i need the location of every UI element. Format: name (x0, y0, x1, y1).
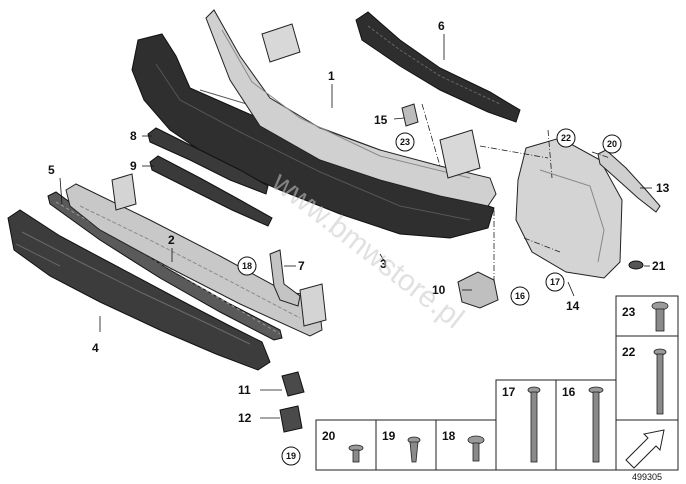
callout-21: 21 (652, 259, 666, 273)
part-8-strip (147, 127, 269, 195)
ref-circle-23-label: 23 (400, 137, 410, 147)
ref-circle-19: 19 (281, 446, 301, 466)
callout-10: 10 (432, 283, 446, 297)
callout-1: 1 (328, 69, 335, 83)
callout-7: 7 (298, 259, 305, 273)
callout-leaders (59, 34, 652, 419)
callout-6: 6 (438, 19, 445, 33)
screw-18-icon (467, 435, 485, 462)
part-4-lower-trim (7, 209, 271, 371)
screw-20-icon (348, 444, 364, 463)
callout-11: 11 (238, 383, 251, 397)
callout-15: 15 (374, 113, 388, 127)
table-cell-19-label: 19 (382, 429, 396, 443)
callout-4: 4 (92, 341, 99, 355)
part-11-clip-nut (281, 371, 305, 397)
part-6-bracket (355, 11, 521, 123)
callout-9: 9 (130, 159, 137, 173)
part-2-carrier (65, 173, 327, 337)
part-15-clip (401, 103, 419, 127)
bolt-16-icon (588, 386, 604, 463)
table-cell-20-label: 20 (322, 429, 336, 443)
table-cell-18-label: 18 (442, 429, 456, 443)
table-cell-23-label: 23 (622, 305, 636, 319)
bolt-22-icon (653, 348, 667, 415)
orientation-arrow-icon (625, 429, 665, 469)
table-cell-17-label: 17 (502, 385, 516, 399)
callout-3: 3 (380, 257, 387, 271)
part-9-strip (149, 155, 273, 227)
expanding-rivet-19-icon (407, 436, 421, 463)
callout-8: 8 (130, 129, 137, 143)
assembly-lines (421, 103, 611, 284)
table-cell-16-label: 16 (562, 385, 576, 399)
ref-circle-23: 23 (395, 132, 415, 152)
ref-circle-16-label: 16 (515, 291, 525, 301)
ref-circle-20: 20 (602, 134, 622, 154)
ref-circle-22: 22 (556, 128, 576, 148)
ref-circle-20-label: 20 (607, 139, 617, 149)
ref-circle-18-label: 18 (242, 261, 252, 271)
ref-circle-22-label: 22 (561, 133, 571, 143)
part-12-clip-nut (279, 405, 303, 433)
part-7-bracket (269, 249, 301, 307)
part-10-bracket (457, 271, 499, 309)
table-cell-22-label: 22 (622, 345, 636, 359)
part-1-beam (205, 9, 497, 207)
figure-id: 499305 (632, 472, 662, 482)
ref-circle-19-label: 19 (286, 451, 296, 461)
part-21-grommet (628, 260, 644, 270)
ref-circle-16: 16 (510, 286, 530, 306)
bolt-23-icon (651, 301, 669, 332)
ref-circle-17: 17 (545, 272, 565, 292)
ref-circle-17-label: 17 (550, 277, 560, 287)
ref-circle-18: 18 (237, 256, 257, 276)
callout-13: 13 (656, 181, 670, 195)
callout-2: 2 (168, 233, 175, 247)
part-14-side-holder (515, 137, 623, 279)
callout-12: 12 (238, 411, 252, 425)
part-13-side-bracket (597, 149, 661, 213)
callout-14: 14 (566, 299, 580, 313)
fastener-table: 17 16 23 22 499305 20 (315, 295, 679, 482)
bolt-17-icon (527, 386, 541, 463)
callout-5: 5 (48, 163, 55, 177)
